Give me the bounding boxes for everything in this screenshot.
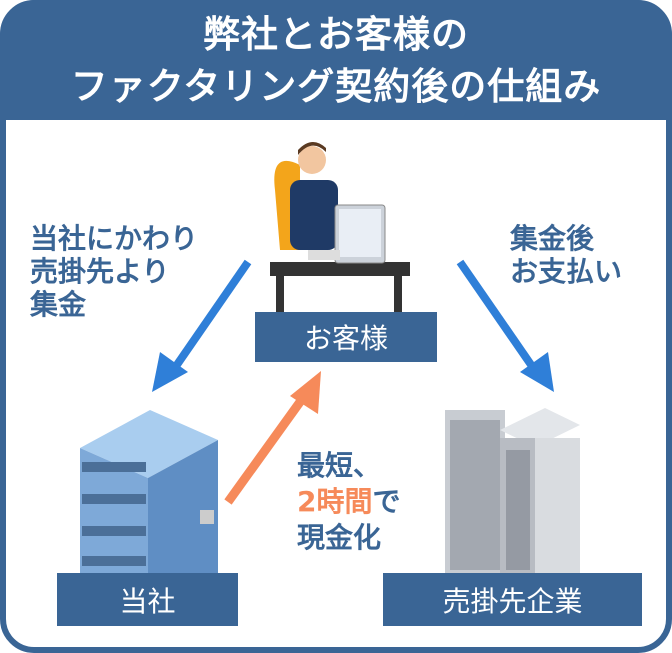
flow-middle-line2: 2時間で [297,484,401,520]
flow-right-line: 集金後 [510,222,595,255]
arrow-right-down-icon [456,259,554,392]
arrow-up-orange-icon [224,371,321,505]
flow-right-line: お支払い [510,255,623,288]
flow-middle-line2-rest: で [372,485,401,518]
flow-middle-text: 最短、 2時間で 現金化 [297,448,401,556]
title-line-2: ファクタリング契約後の仕組み [70,65,602,108]
highlight-2-hours: 2時間 [297,485,373,518]
flow-middle-line1: 最短、 [297,449,382,482]
flow-left-text: 当社にかわり 売掛先より 集金 [30,222,198,321]
debtor-building-illustration [445,408,580,575]
customer-illustration [270,141,410,312]
flow-left-line: 当社にかわり [30,222,199,255]
flow-middle-line3: 現金化 [297,521,382,554]
flow-left-line: 集金 [30,288,87,321]
arrow-left-down-icon [152,259,252,392]
flow-right-text: 集金後 お支払い [510,222,622,288]
node-customer: お客様 [255,312,437,362]
company-building-illustration [80,410,218,575]
node-debtor: 売掛先企業 [383,573,642,626]
node-company: 当社 [57,573,238,626]
header: 弊社とお客様の ファクタリング契約後の仕組み [0,0,672,120]
flow-left-line: 売掛先より [30,255,170,288]
title-line-1: 弊社とお客様の [203,13,469,56]
